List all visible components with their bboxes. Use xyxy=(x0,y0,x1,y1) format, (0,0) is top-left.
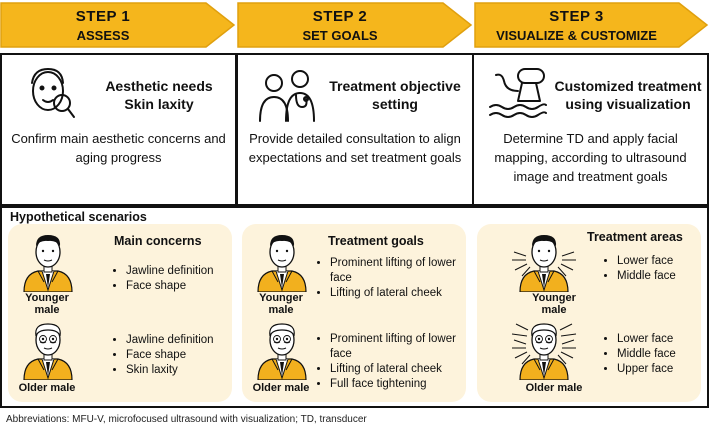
step-3-name: VISUALIZE & CUSTOMIZE xyxy=(496,28,657,43)
list-item: Upper face xyxy=(617,362,709,377)
list-item: Lower face xyxy=(617,332,709,347)
step-1-description: Confirm main aesthetic concerns and agin… xyxy=(11,131,226,165)
card-1-older-list: Jawline definition Face shape Skin laxit… xyxy=(114,333,240,378)
older-male-label: Older male xyxy=(252,382,310,394)
step-1-arrow: STEP 1 ASSESS xyxy=(0,2,236,48)
step-3-description: Determine TD and apply facial mapping, a… xyxy=(494,131,687,184)
scenarios-heading: Hypothetical scenarios xyxy=(10,210,147,224)
older-male-figure xyxy=(23,323,73,380)
scenario-card-treatment-areas: Treatment areas Younger male Lower face … xyxy=(477,224,701,402)
card-2-younger-list: Prominent lifting of lower face Lifting … xyxy=(318,256,476,301)
older-male-figure xyxy=(257,323,307,380)
list-item: Middle face xyxy=(617,347,709,362)
card-3-younger-list: Lower face Middle face xyxy=(605,254,709,284)
step-3-arrow: STEP 3 VISUALIZE & CUSTOMIZE xyxy=(474,2,709,48)
card-3-title: Treatment areas xyxy=(587,230,683,244)
ultrasound-device-icon xyxy=(489,68,547,118)
list-item: Lifting of lateral cheek xyxy=(330,362,476,377)
abbreviations-footnote: Abbreviations: MFU-V, microfocused ultra… xyxy=(6,414,367,425)
card-1-younger-list: Jawline definition Face shape xyxy=(114,264,240,294)
step-3-panel: Customized treatment using visualization… xyxy=(472,53,709,206)
step-2-title: Treatment objective setting xyxy=(329,78,461,112)
list-item: Lower face xyxy=(617,254,709,269)
older-male-treatment-figure xyxy=(511,323,577,380)
younger-male-treatment-figure xyxy=(512,235,576,292)
step-2-arrow-shape xyxy=(237,2,473,48)
list-item: Full face tightening xyxy=(330,377,476,392)
step-1-panel: Aesthetic needs Skin laxity Confirm main… xyxy=(0,53,237,206)
step-3-arrow-shape xyxy=(474,2,709,48)
doctor-patient-icon xyxy=(259,70,315,122)
step-2-description: Provide detailed consultation to align e… xyxy=(248,131,462,165)
step-1-title: Aesthetic needs Skin laxity xyxy=(105,78,213,112)
step-2-panel: Treatment objective setting Provide deta… xyxy=(236,53,474,206)
older-male-label: Older male xyxy=(18,382,76,394)
step-2-arrow: STEP 2 SET GOALS xyxy=(237,2,473,48)
step-1-arrow-shape xyxy=(0,2,236,48)
step-2-number: STEP 2 xyxy=(312,8,368,25)
step-1-name: ASSESS xyxy=(76,28,130,43)
scenarios-frame: Hypothetical scenarios xyxy=(0,206,709,408)
step-2-name: SET GOALS xyxy=(302,28,378,43)
younger-male-label: Younger male xyxy=(259,292,303,316)
list-item: Skin laxity xyxy=(126,363,240,378)
face-magnifier-icon xyxy=(31,67,75,118)
list-item: Middle face xyxy=(617,269,709,284)
list-item: Prominent lifting of lower face xyxy=(330,256,476,286)
card-2-older-list: Prominent lifting of lower face Lifting … xyxy=(318,332,476,392)
younger-male-label: Younger male xyxy=(532,292,576,316)
card-1-title: Main concerns xyxy=(114,234,202,248)
scenario-card-treatment-goals: Treatment goals Younger male Prominent l… xyxy=(242,224,466,402)
card-2-title: Treatment goals xyxy=(328,234,424,248)
list-item: Face shape xyxy=(126,279,240,294)
list-item: Jawline definition xyxy=(126,264,240,279)
step-3-number: STEP 3 xyxy=(549,8,604,25)
step-3-title: Customized treatment using visualization xyxy=(554,78,702,112)
scenario-card-main-concerns: Main concerns Younger male Jawline defin… xyxy=(8,224,232,402)
younger-male-figure xyxy=(257,235,307,292)
list-item: Face shape xyxy=(126,348,240,363)
list-item: Jawline definition xyxy=(126,333,240,348)
step-1-number: STEP 1 xyxy=(75,8,131,25)
list-item: Prominent lifting of lower face xyxy=(330,332,476,362)
younger-male-figure xyxy=(23,235,73,292)
list-item: Lifting of lateral cheek xyxy=(330,286,476,301)
younger-male-label: Younger male xyxy=(25,292,69,316)
older-male-label: Older male xyxy=(525,382,583,394)
card-3-older-list: Lower face Middle face Upper face xyxy=(605,332,709,377)
